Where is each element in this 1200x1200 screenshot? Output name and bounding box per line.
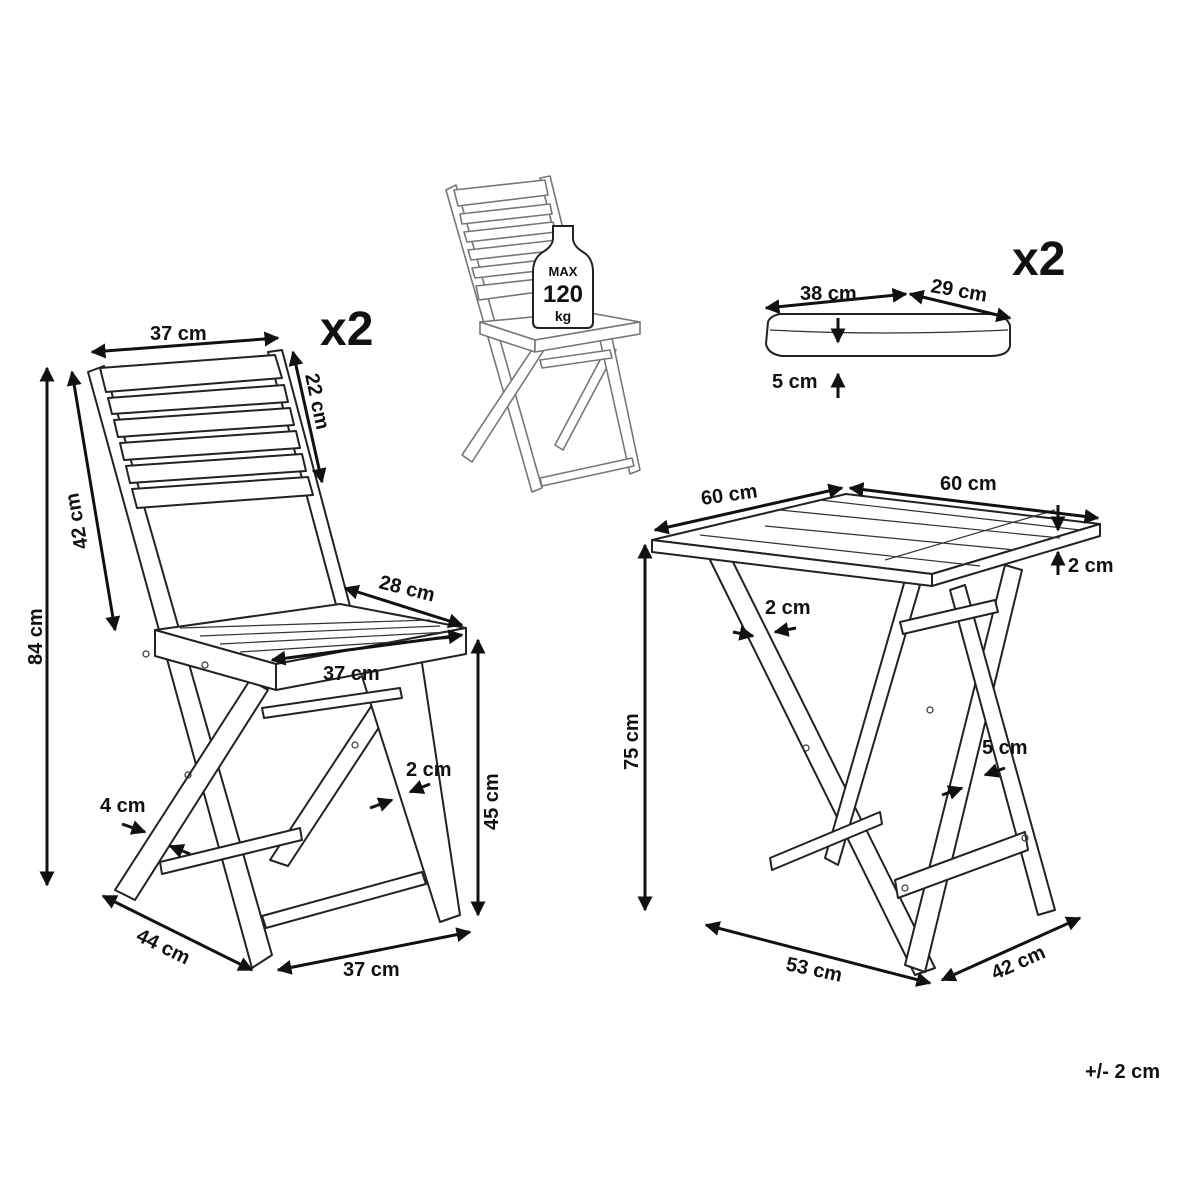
load-value-label: 120 [543,281,583,308]
load-unit-label: kg [555,308,571,324]
table-leg-thickness-label: 2 cm [765,597,811,619]
table-drawing [651,493,1101,976]
chair-base-depth-label: 44 cm [133,925,194,970]
table-top-length-label: 60 cm [700,480,759,510]
weight-icon: MAX 120 kg [532,225,594,329]
chair-back-length-label: 42 cm [61,491,93,551]
chair-seat-height-label: 45 cm [481,773,503,830]
chair-total-height-label: 84 cm [25,608,47,665]
load-max-label: MAX [549,264,578,279]
table-top-width-label: 60 cm [940,473,997,495]
chair-base-width-label: 37 cm [343,959,400,981]
tolerance-label: +/- 2 cm [1085,1061,1160,1083]
chair-load-drawing: MAX 120 kg [445,175,641,493]
chair-seat-width-label: 37 cm [323,663,380,685]
table-leg-width-label: 5 cm [982,737,1028,759]
cushion-thickness-label: 5 cm [772,371,818,393]
table-top-thickness-label: 2 cm [1068,555,1114,577]
cushion-drawing [765,313,1011,357]
table-base-width-label: 42 cm [988,941,1049,984]
chair-back-width-label: 37 cm [150,323,207,345]
chair-leg-thickness-label: 2 cm [406,759,452,781]
cushion-quantity-label: x2 [1012,233,1065,286]
chair-leg-width-label: 4 cm [100,795,146,817]
table-height-label: 75 cm [621,713,643,770]
chair-quantity-label: x2 [320,303,373,356]
cushion-length-label: 38 cm [800,283,857,305]
